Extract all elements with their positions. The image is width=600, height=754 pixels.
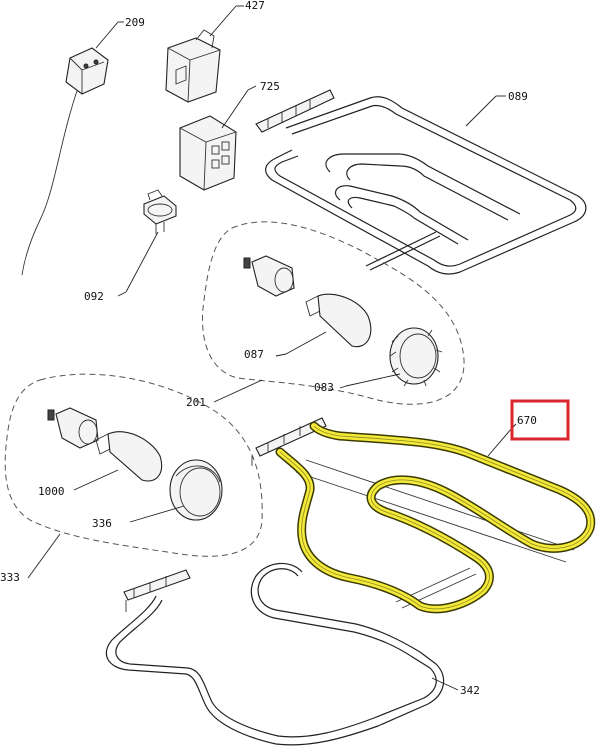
part-083-lamp-cover[interactable] [339,327,443,389]
part-336-lamp-glass[interactable] [129,459,223,523]
part-427-switch[interactable] [165,5,244,103]
selection-box-670[interactable] [510,399,570,441]
label-333: 333 [0,571,20,584]
part-089-grill-element[interactable] [255,89,587,275]
label-087: 087 [244,348,264,361]
label-092: 092 [84,290,104,303]
label-336: 336 [92,517,112,530]
part-lamp-holder-upper[interactable] [243,255,295,297]
label-089: 089 [508,90,528,103]
part-209-plug[interactable] [21,21,124,276]
part-670-bottom-element-highlighted[interactable] [251,417,596,614]
label-670: 670 [517,414,537,427]
part-725-terminal-block[interactable] [179,85,257,191]
part-lamp-holder-lower[interactable] [47,407,99,449]
label-1000: 1000 [38,485,65,498]
label-201: 201 [186,396,206,409]
part-087-bulb[interactable] [275,293,372,357]
part-1000-bulb[interactable] [73,431,162,491]
group-333-outline [4,373,263,557]
label-083: 083 [314,381,334,394]
label-209: 209 [125,16,145,29]
label-342: 342 [460,684,480,697]
part-342-bottom-element[interactable] [105,562,459,746]
label-427: 427 [245,0,265,12]
part-092-sensor[interactable] [117,189,177,297]
label-725: 725 [260,80,280,93]
group-201-outline [202,221,465,405]
